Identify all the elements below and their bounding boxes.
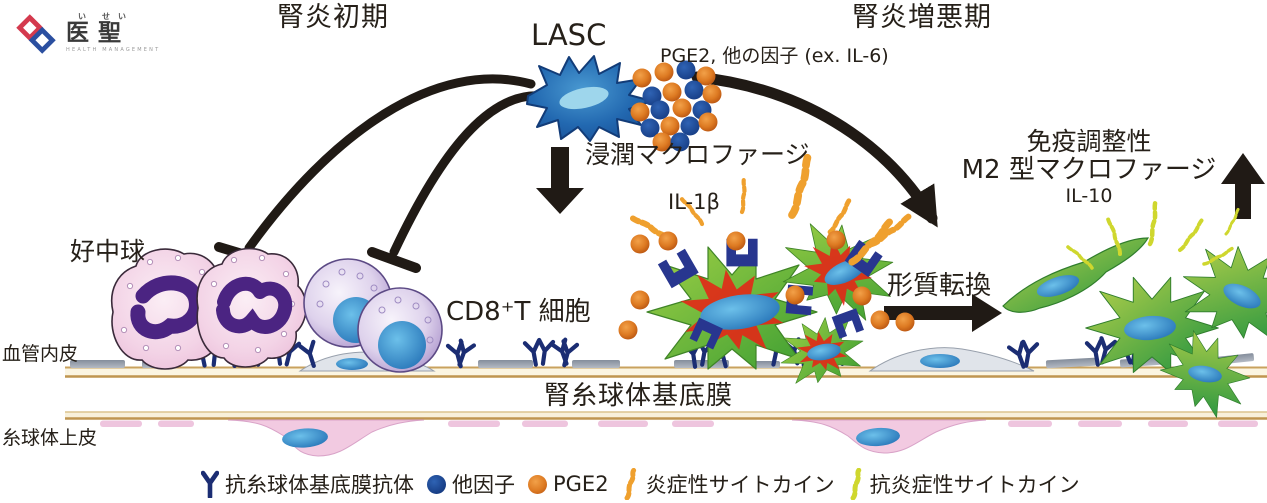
label-infiltrating-macrophage: 浸潤マクロファージ bbox=[585, 140, 810, 169]
site-logo: 医い聖せい HEALTH MANAGEMENT bbox=[14, 12, 160, 56]
glomerular-basement-membrane bbox=[65, 366, 1267, 420]
label-pge2-factors: PGE2, 他の因子 (ex. IL-6) bbox=[660, 45, 889, 67]
pge2-dots-scattered bbox=[618, 230, 915, 340]
label-glomerular-epithelium: 糸球体上皮 bbox=[2, 427, 98, 449]
glomerular-epithelium-cells bbox=[100, 419, 1258, 457]
logo-subtext: HEALTH MANAGEMENT bbox=[66, 47, 161, 53]
neutrophil-cell bbox=[196, 247, 307, 368]
label-vascular-endothelium: 血管内皮 bbox=[2, 343, 79, 365]
label-m2-macrophage: M2 型マクロファージ bbox=[961, 155, 1217, 185]
cd8-t-cells bbox=[303, 258, 443, 373]
inflammatory-cytokine-icon bbox=[624, 468, 637, 500]
lasc-cell bbox=[526, 55, 653, 142]
up-arrow-icon bbox=[1221, 153, 1265, 219]
legend-label: PGE2 bbox=[553, 472, 609, 496]
inhibition-arrow-to-neutrophil bbox=[214, 74, 536, 268]
legend-label: 抗糸球体基底膜抗体 bbox=[225, 473, 414, 497]
curved-arrow-to-macrophage bbox=[691, 71, 938, 228]
label-immunoregulatory-line1: 免疫調整性 bbox=[1026, 127, 1152, 156]
legend-item-inflammatory-cytokine: 炎症性サイトカイン bbox=[622, 468, 835, 500]
label-immunoregulatory: 免疫調整性 M2 型マクロファージ IL-10 bbox=[958, 128, 1220, 207]
right-arrow-icon bbox=[884, 294, 1002, 332]
inhibition-arrow-to-cd8 bbox=[367, 91, 546, 273]
legend-label: 炎症性サイトカイン bbox=[645, 473, 835, 497]
endothelial-cell bbox=[868, 347, 1035, 372]
label-basement-membrane: 腎糸球体基底膜 bbox=[544, 381, 734, 411]
neutrophil-cell bbox=[111, 248, 229, 370]
label-lasc: LASC bbox=[531, 18, 607, 52]
label-il10: IL-10 bbox=[1065, 185, 1113, 208]
legend-item-antibody: 抗糸球体基底膜抗体 bbox=[201, 469, 414, 499]
logo-text: 医い聖せい bbox=[66, 12, 130, 46]
antibody-icon bbox=[201, 470, 219, 498]
legend-label: 抗炎症性サイトカイン bbox=[869, 473, 1080, 497]
legend-item-anti-inflammatory-cytokine: 抗炎症性サイトカイン bbox=[848, 468, 1080, 500]
heading-early-phase: 腎炎初期 bbox=[277, 2, 389, 33]
pge2-factor-cluster bbox=[630, 60, 722, 152]
orange-dot-icon bbox=[528, 474, 547, 494]
legend: 抗糸球体基底膜抗体 他因子 PGE2 炎症性サイトカイン 抗炎症性サイトカイン bbox=[201, 468, 1080, 500]
label-phenotype-conversion: 形質転換 bbox=[887, 271, 992, 301]
down-arrow-icon bbox=[536, 147, 584, 214]
label-neutrophil: 好中球 bbox=[70, 237, 146, 266]
label-il1b: IL-1β bbox=[668, 190, 720, 214]
legend-item-pge2: PGE2 bbox=[528, 472, 609, 496]
m2-macrophages bbox=[1002, 200, 1267, 429]
heading-exacerbation-phase: 腎炎増悪期 bbox=[852, 2, 992, 33]
anti-inflammatory-cytokine-icon bbox=[850, 468, 862, 500]
inflammatory-macrophages bbox=[618, 153, 915, 391]
legend-item-other-factor: 他因子 bbox=[427, 469, 515, 499]
logo-icon bbox=[16, 14, 56, 54]
blue-dot-icon bbox=[427, 474, 446, 494]
label-cd8-t-cell: CD8⁺T 細胞 bbox=[446, 297, 591, 327]
legend-label: 他因子 bbox=[452, 473, 515, 497]
